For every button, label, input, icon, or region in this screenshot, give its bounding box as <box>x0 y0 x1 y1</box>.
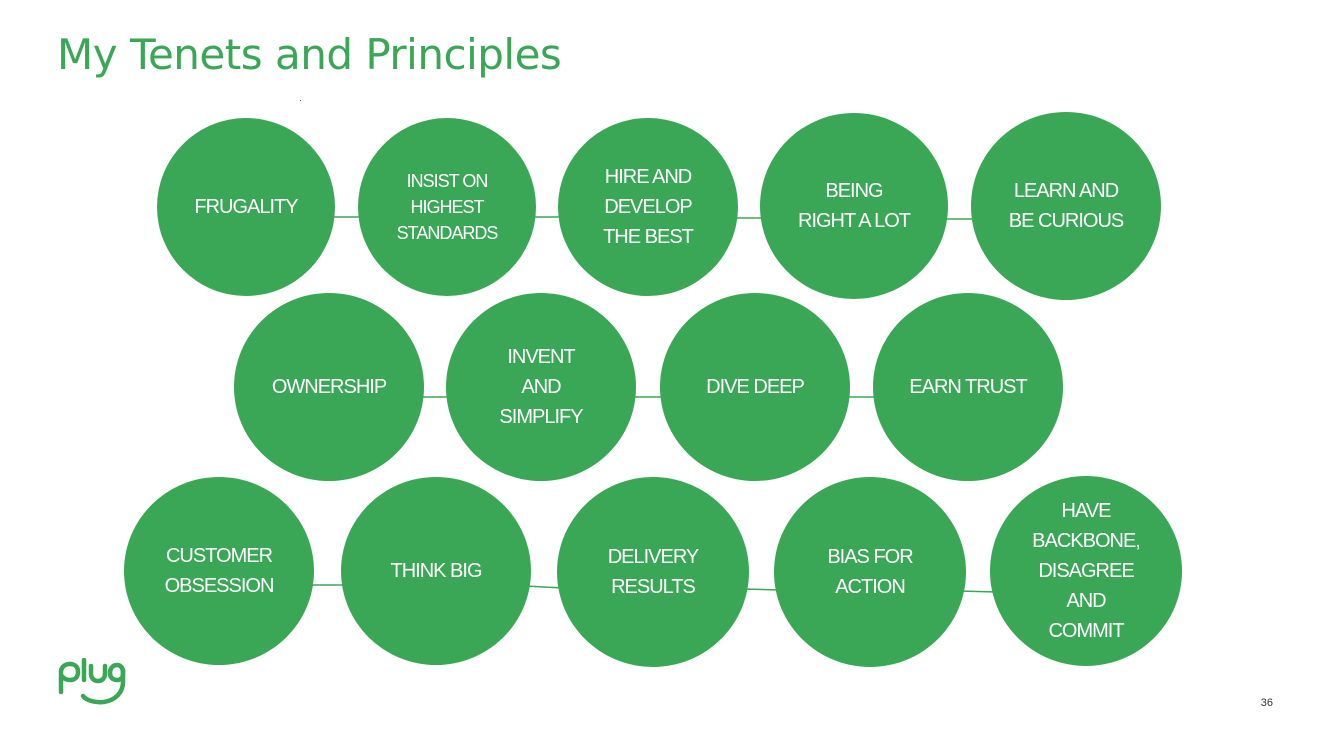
principle-bias-for-action: BIAS FOR ACTION <box>774 477 966 667</box>
principle-delivery-results: DELIVERY RESULTS <box>557 477 749 667</box>
connector-line <box>741 588 781 591</box>
connector-line <box>957 590 998 593</box>
page-title: My Tenets and Principles <box>57 30 562 79</box>
plug-logo-icon <box>58 658 126 705</box>
principle-customer-obsession: CUSTOMER OBSESSION <box>124 477 314 665</box>
principle-learn-and-be-curious: LEARN AND BE CURIOUS <box>971 112 1161 300</box>
principle-being-right-a-lot: BEING RIGHT A LOT <box>760 113 948 299</box>
principle-invent-and-simplify: INVENT AND SIMPLIFY <box>446 293 636 481</box>
principle-dive-deep: DIVE DEEP <box>660 293 850 481</box>
principle-frugality: FRUGALITY <box>157 118 335 296</box>
principle-have-backbone-disagree-and-commit: HAVE BACKBONE, DISAGREE AND COMMIT <box>990 476 1182 666</box>
stray-dot <box>300 100 301 101</box>
page-number: 36 <box>1260 697 1273 709</box>
principle-hire-and-develop-the-best: HIRE AND DEVELOP THE BEST <box>558 118 738 296</box>
principle-insist-on-highest-standards: INSIST ON HIGHEST STANDARDS <box>358 118 536 296</box>
principle-ownership: OWNERSHIP <box>234 293 424 481</box>
principle-earn-trust: EARN TRUST <box>873 293 1063 481</box>
principle-think-big: THINK BIG <box>341 477 531 665</box>
connector-line <box>524 585 564 589</box>
